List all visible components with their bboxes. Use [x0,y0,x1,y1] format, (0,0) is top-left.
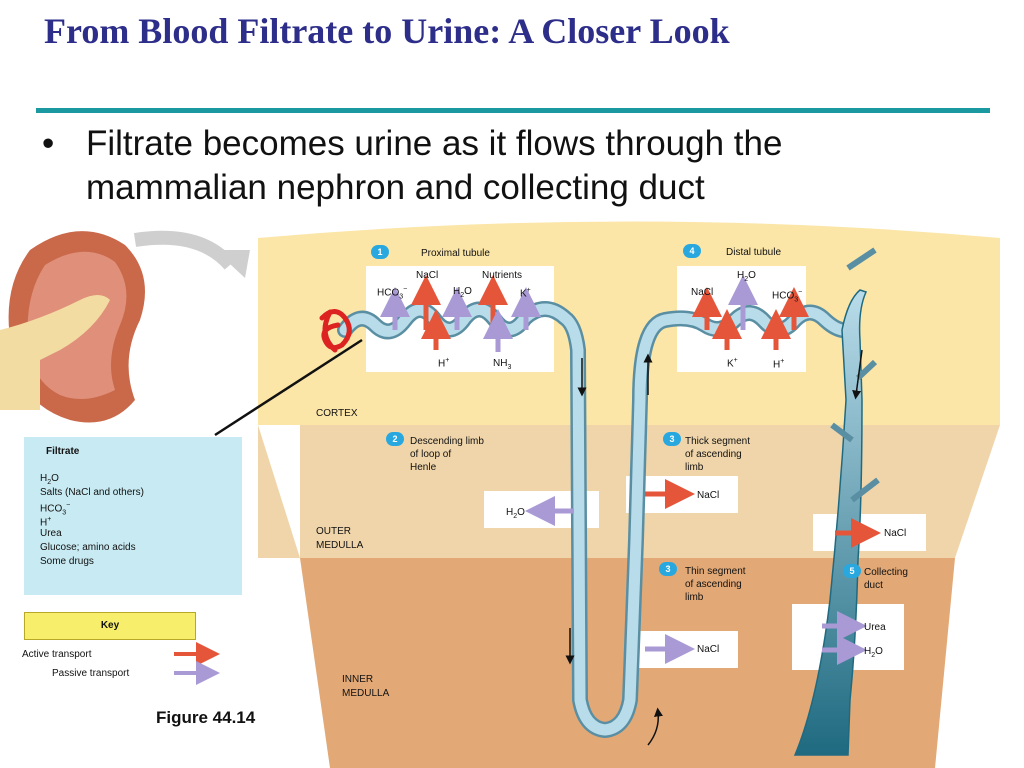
section-3b-label-1: Thin segment [685,566,746,577]
distal-k: K+ [727,357,738,370]
key-active-label: Active transport [22,649,92,660]
filtrate-box: Filtrate H2O Salts (NaCl and others) HCO… [24,437,242,595]
title-divider [36,108,990,113]
inner-medulla-left-edge [300,558,330,768]
filtrate-heading: Filtrate [46,446,80,457]
filtrate-drugs: Some drugs [40,556,94,567]
proximal-nutrients: Nutrients [482,270,523,281]
section-3a-label-1: Thick segment [685,436,751,447]
inner-medulla-right-edge [935,558,955,768]
section-5-badge: 5 [843,564,861,578]
section-3b-label-2: of ascending [685,579,742,590]
duct-branch-2 [830,422,854,443]
filtrate-hco3: HCO3− [40,502,71,517]
glomerulus [319,309,352,353]
filtrate-urea: Urea [40,528,62,539]
zoom-arrow [133,230,236,270]
section-3a-badge: 3 [663,432,681,446]
bullet-line-1: Filtrate becomes urine as it flows throu… [86,124,783,163]
bullet-dot: • [42,124,55,163]
duct-branch-3 [850,477,880,503]
duct-branch-4 [846,247,877,271]
duct-h2o: H2O [864,646,883,659]
section-3b-badge: 3 [659,562,677,576]
flow-arrow-curve [647,707,663,746]
section-3a-label-2: of ascending [685,449,742,460]
proximal-h: H+ [438,357,450,370]
section-2-label-3: Henle [410,462,437,473]
section-1-label: Proximal tubule [421,248,490,259]
proximal-nacl: NaCl [416,270,439,281]
filtrate-glucose: Glucose; amino acids [40,542,136,553]
outer-collecting-nacl-box [813,514,926,551]
key-box: Key [24,612,196,640]
distal-h2o: H2O [737,270,756,283]
region-outer-medulla-2: MEDULLA [316,540,364,551]
key-passive-label: Passive transport [52,668,130,679]
distal-hco3: HCO3− [772,289,803,304]
outer-medulla-right-edge [955,425,1000,558]
section-2-badge: 2 [386,432,404,446]
region-inner-medulla-1: INNER [342,674,374,685]
proximal-hco3: HCO3− [377,286,408,301]
duct-flow-arrow [852,349,863,400]
proximal-h2o: H2O [453,286,472,299]
bullet-line-2: mammalian nephron and collecting duct [86,168,705,207]
proximal-k: K+ [520,287,531,300]
distal-nacl: NaCl [691,287,714,298]
section-4-badge: 4 [683,244,701,258]
filtrate-h: H+ [40,516,52,529]
thick-nacl: NaCl [697,490,720,501]
glomerulus-pointer [214,338,363,437]
region-cortex: CORTEX [316,408,358,419]
section-3a-label-3: limb [685,462,704,473]
kidney-illustration [0,231,146,423]
descending-h2o: H2O [506,507,525,520]
region-outer-medulla-1: OUTER [316,526,351,537]
section-5-label-2: duct [864,580,883,591]
section-3b-label-3: limb [685,592,704,603]
zoom-arrowhead [215,250,250,278]
duct-urea: Urea [864,622,886,633]
proximal-nh3: NH3 [493,358,512,371]
figure-label: Figure 44.14 [156,708,256,727]
section-5-label-1: Collecting [864,567,908,578]
thin-nacl: NaCl [697,644,720,655]
outer-duct-nacl: NaCl [884,528,907,539]
section-1-badge: 1 [371,245,389,259]
filtrate-h2o: H2O [40,473,59,486]
filtrate-salts: Salts (NaCl and others) [40,487,144,498]
region-inner-medulla-2: MEDULLA [342,688,390,699]
outer-medulla-left-edge [258,425,300,558]
section-4-label: Distal tubule [726,247,782,258]
duct-branch-1 [855,359,878,381]
section-2-label-2: of loop of [410,449,452,460]
distal-h: H+ [773,358,785,371]
key-heading: Key [100,620,120,631]
section-2-label-1: Descending limb [410,436,484,447]
slide-title: From Blood Filtrate to Urine: A Closer L… [44,11,730,51]
thin-nacl-box [626,631,738,668]
